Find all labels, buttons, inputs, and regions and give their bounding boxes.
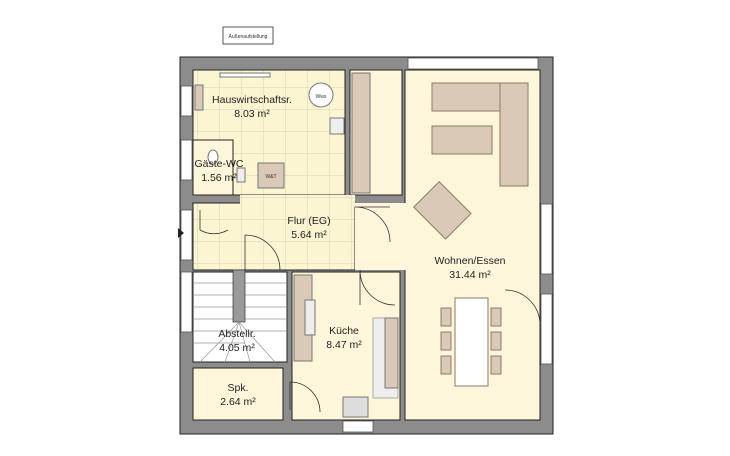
- hall-connector: [240, 195, 355, 207]
- coffee-table: [431, 125, 493, 155]
- kitchen-sink: [342, 396, 369, 418]
- room-name: Küche: [329, 325, 359, 337]
- room-area: 5.64 m²: [291, 229, 327, 241]
- kitchen-tall-units: [384, 317, 399, 389]
- doors: [199, 206, 541, 413]
- room-area: 4.05 m²: [219, 342, 255, 354]
- room-name: Hauswirtschaftsr.: [212, 94, 292, 106]
- room-guest-wc: [192, 139, 234, 196]
- boiler-label: Wws: [316, 94, 327, 100]
- shelf: [219, 72, 271, 78]
- room-area: 1.56 m²: [201, 172, 237, 184]
- living-opening: [355, 203, 410, 270]
- room-area: 8.47 m²: [326, 339, 362, 351]
- tall-cabinets: [351, 72, 371, 194]
- windows: [180, 57, 553, 433]
- washer-dryer-label: W&T: [265, 174, 276, 180]
- washer-dryer: [257, 162, 285, 189]
- armchair: [413, 181, 472, 240]
- room-hall: [192, 202, 356, 271]
- outdoor-unit: [222, 26, 274, 45]
- cooktop: [304, 299, 316, 336]
- boiler: [308, 82, 334, 108]
- room-name: Abstellr.: [218, 328, 255, 340]
- room-name: Gäste-WC: [194, 158, 243, 170]
- dining-set: [440, 297, 502, 387]
- shelf-left: [194, 84, 204, 111]
- sink-hwr: [329, 117, 345, 135]
- sofa: [431, 82, 529, 187]
- room-name: Flur (EG): [287, 215, 330, 227]
- staircase: [193, 269, 287, 363]
- outdoor-unit-label: Außenaufstellung: [229, 34, 268, 40]
- entrance-arrow-icon: [178, 228, 184, 238]
- room-name: Spk.: [227, 382, 248, 394]
- room-area: 31.44 m²: [449, 269, 491, 281]
- room-area: 2.64 m²: [220, 396, 256, 408]
- toilet: [207, 149, 219, 165]
- room-name: Wohnen/Essen: [434, 255, 505, 267]
- room-pantry: [192, 367, 284, 421]
- wc-basin: [236, 167, 246, 183]
- room-area: 8.03 m²: [234, 108, 270, 120]
